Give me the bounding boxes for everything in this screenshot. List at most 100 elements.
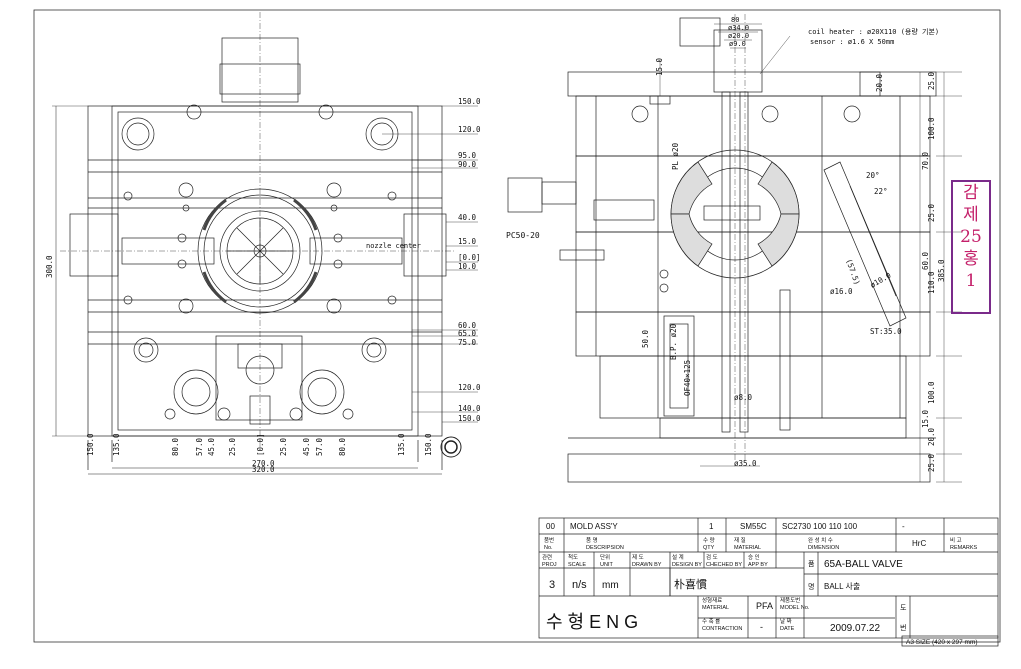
tb-h-hrc: HrC	[912, 539, 926, 548]
dim-bottom-3: 57.0	[195, 437, 204, 456]
rdim-10: 20.0	[927, 427, 936, 446]
dim-bottom-4: 45.0	[207, 437, 216, 456]
dim-right-13: 150.0	[458, 414, 481, 423]
rdim-5: 60.0	[921, 251, 930, 270]
tb-material-value: PFA	[756, 601, 773, 611]
stamp-line-3: 홍	[963, 249, 979, 269]
dim-height-300: 300.0	[45, 255, 54, 278]
tb-hrc-value: -	[902, 522, 905, 531]
heater-note: coil heater : ø20X110 (용량 기본)	[808, 27, 939, 36]
rdim-0: 25.0	[927, 71, 936, 90]
dim-bottom-12: 150.0	[424, 433, 433, 456]
tb-item-label: 명	[808, 582, 814, 591]
dim-right-12: 140.0	[458, 404, 481, 413]
label-15: 15.0	[655, 57, 664, 76]
dim-right-4: 40.0	[458, 213, 477, 222]
tb-sheet-size: A3 SIZE (420 x 297 mm)	[906, 639, 978, 646]
rdim-2: 100.0	[927, 117, 936, 140]
top-dim-34: ø34.0	[728, 24, 749, 32]
rdim-9: 15.0	[921, 409, 930, 428]
dim-right-6: [0.0]	[458, 253, 481, 262]
title-block-text: 00 MOLD ASS'Y 1 SM55C SC2730 100 110 100…	[542, 522, 978, 646]
tb-h-name-label: 품	[808, 560, 815, 568]
tb-qty: 1	[709, 522, 714, 531]
label-angle-20: 20°	[866, 171, 880, 180]
label-angle-22: 22°	[874, 187, 888, 196]
left-plan-view	[52, 12, 456, 475]
rdim-7: 385.0	[937, 259, 946, 282]
dim-bottom-2: 80.0	[171, 437, 180, 456]
dim-right-9: 65.0	[458, 329, 477, 338]
tb-unit-value: mm	[602, 580, 619, 591]
label-d8: ø8.0	[734, 393, 753, 402]
tb-company: 수 형 E N G	[546, 612, 638, 632]
nozzle-center-label: nozzle center	[366, 242, 421, 250]
label-50: 50.0	[641, 329, 650, 348]
dim-right-5: 15.0	[458, 237, 477, 246]
label-d16: ø16.0	[830, 287, 853, 296]
tb-description: MOLD ASS'Y	[570, 522, 618, 531]
dim-width-320: 320.0	[252, 465, 275, 474]
dim-right-2: 95.0	[458, 151, 477, 160]
rdim-6: 110.0	[927, 271, 936, 294]
tb-beon-label: 번	[900, 623, 906, 632]
tb-item: BALL 사출	[824, 581, 860, 591]
tb-dimension: SC2730 100 110 100	[782, 522, 858, 531]
tb-proj-value: 3	[549, 579, 555, 591]
stamp-line-4: 1	[965, 271, 977, 291]
tb-material: SM55C	[740, 522, 767, 531]
stamp-line-0: 감	[963, 183, 979, 203]
label-st35: ST:35.0	[870, 327, 902, 336]
tb-no: 00	[546, 522, 555, 531]
sheet-border	[33, 9, 1001, 643]
label-bp20: B.P. ø20	[669, 323, 678, 360]
dim-bottom-5: 25.0	[228, 437, 237, 456]
tb-scale-value: n/s	[572, 579, 587, 591]
dim-bottom-10: 80.0	[338, 437, 347, 456]
label-pl20: PL ø20	[671, 142, 680, 170]
rdim-11: 25.0	[927, 453, 936, 472]
dim-width-270: 270.0	[252, 459, 275, 468]
dim-bottom-7: 25.0	[279, 437, 288, 456]
left-view-bottom-dims: 150.0 135.0 80.0 57.0 45.0 25.0 [0.0] 25…	[86, 433, 433, 456]
stamp-line-1: 제	[963, 205, 979, 225]
label-d35: ø35.0	[734, 459, 757, 468]
label-d10: ø10.0	[869, 270, 893, 289]
stamp-line-2: 25	[960, 227, 982, 247]
dim-right-3: 90.0	[458, 160, 477, 169]
dim-right-11: 120.0	[458, 383, 481, 392]
dim-bottom-0: 150.0	[86, 433, 95, 456]
pc-label: PC50-20	[506, 231, 540, 240]
dim-right-1: 120.0	[458, 125, 481, 134]
title-block	[538, 517, 999, 647]
right-section-view	[507, 14, 962, 483]
rdim-3: 70.0	[921, 151, 930, 170]
dim-right-7: 10.0	[458, 262, 477, 271]
right-view-side-dims: 25.0 20.0 100.0 70.0 25.0 60.0 110.0 385…	[875, 71, 946, 472]
dim-bottom-11: 135.0	[397, 433, 406, 456]
company-logo-mark	[440, 436, 462, 458]
tb-do-label: 도	[900, 604, 907, 612]
label-575: (57.5)	[844, 258, 862, 287]
dim-bottom-9: 57.0	[315, 437, 324, 456]
left-view-dim-lines	[382, 105, 478, 423]
dim-right-0: 150.0	[458, 97, 481, 106]
tb-part-name: 65A-BALL VALVE	[824, 559, 903, 570]
